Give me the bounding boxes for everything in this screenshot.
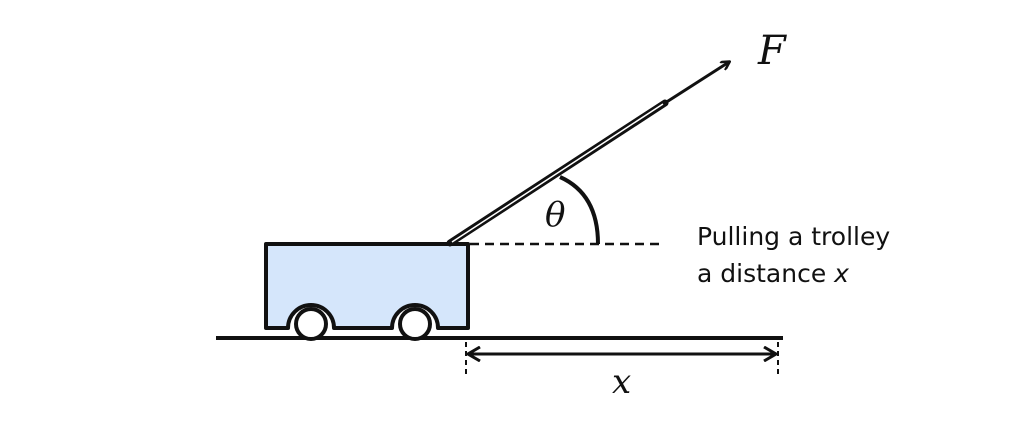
angle-label: θ <box>545 195 566 235</box>
wheel-front <box>398 307 432 341</box>
caption-line-1: Pulling a trolley <box>697 222 891 251</box>
caption-variable: x <box>834 259 849 288</box>
distance-label: x <box>612 362 632 402</box>
caption-line-2: a distance x <box>697 259 849 288</box>
trolley-body <box>264 242 470 330</box>
force-label: F <box>758 28 786 74</box>
angle-arc <box>559 175 600 245</box>
caption-prefix: a distance <box>697 259 835 288</box>
wheel-rear <box>294 307 328 341</box>
force-arrow <box>664 62 729 105</box>
